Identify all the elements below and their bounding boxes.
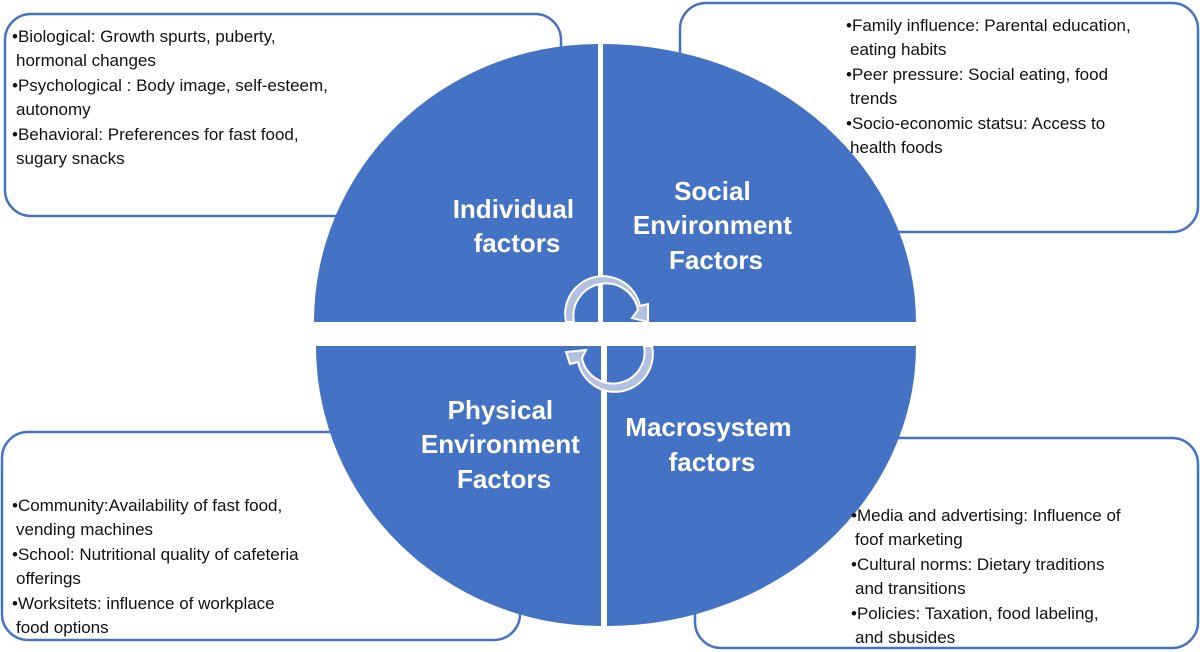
social-label: Social Environment Factors [633, 176, 799, 275]
physical-factors-list: •Community:Availability of fast food, ve… [12, 496, 303, 637]
individual-quadrant [314, 44, 598, 322]
social-quadrant [603, 44, 916, 322]
macrosystem-label: Macrosystem factors [625, 412, 798, 477]
individual-label: Individual factors [453, 194, 582, 258]
macrosystem-quadrant [607, 346, 916, 626]
individual-factors-list: •Biological: Growth spurts, puberty, hor… [12, 27, 333, 168]
social-factors-list: •Family influence: Parental education, e… [846, 16, 1135, 157]
physical-quadrant [316, 346, 601, 626]
physical-label: Physical Environment Factors [421, 395, 587, 494]
cycle-arrows-icon [564, 275, 654, 393]
macrosystem-factors-list: •Media and advertising: Influence of foo… [851, 506, 1125, 647]
